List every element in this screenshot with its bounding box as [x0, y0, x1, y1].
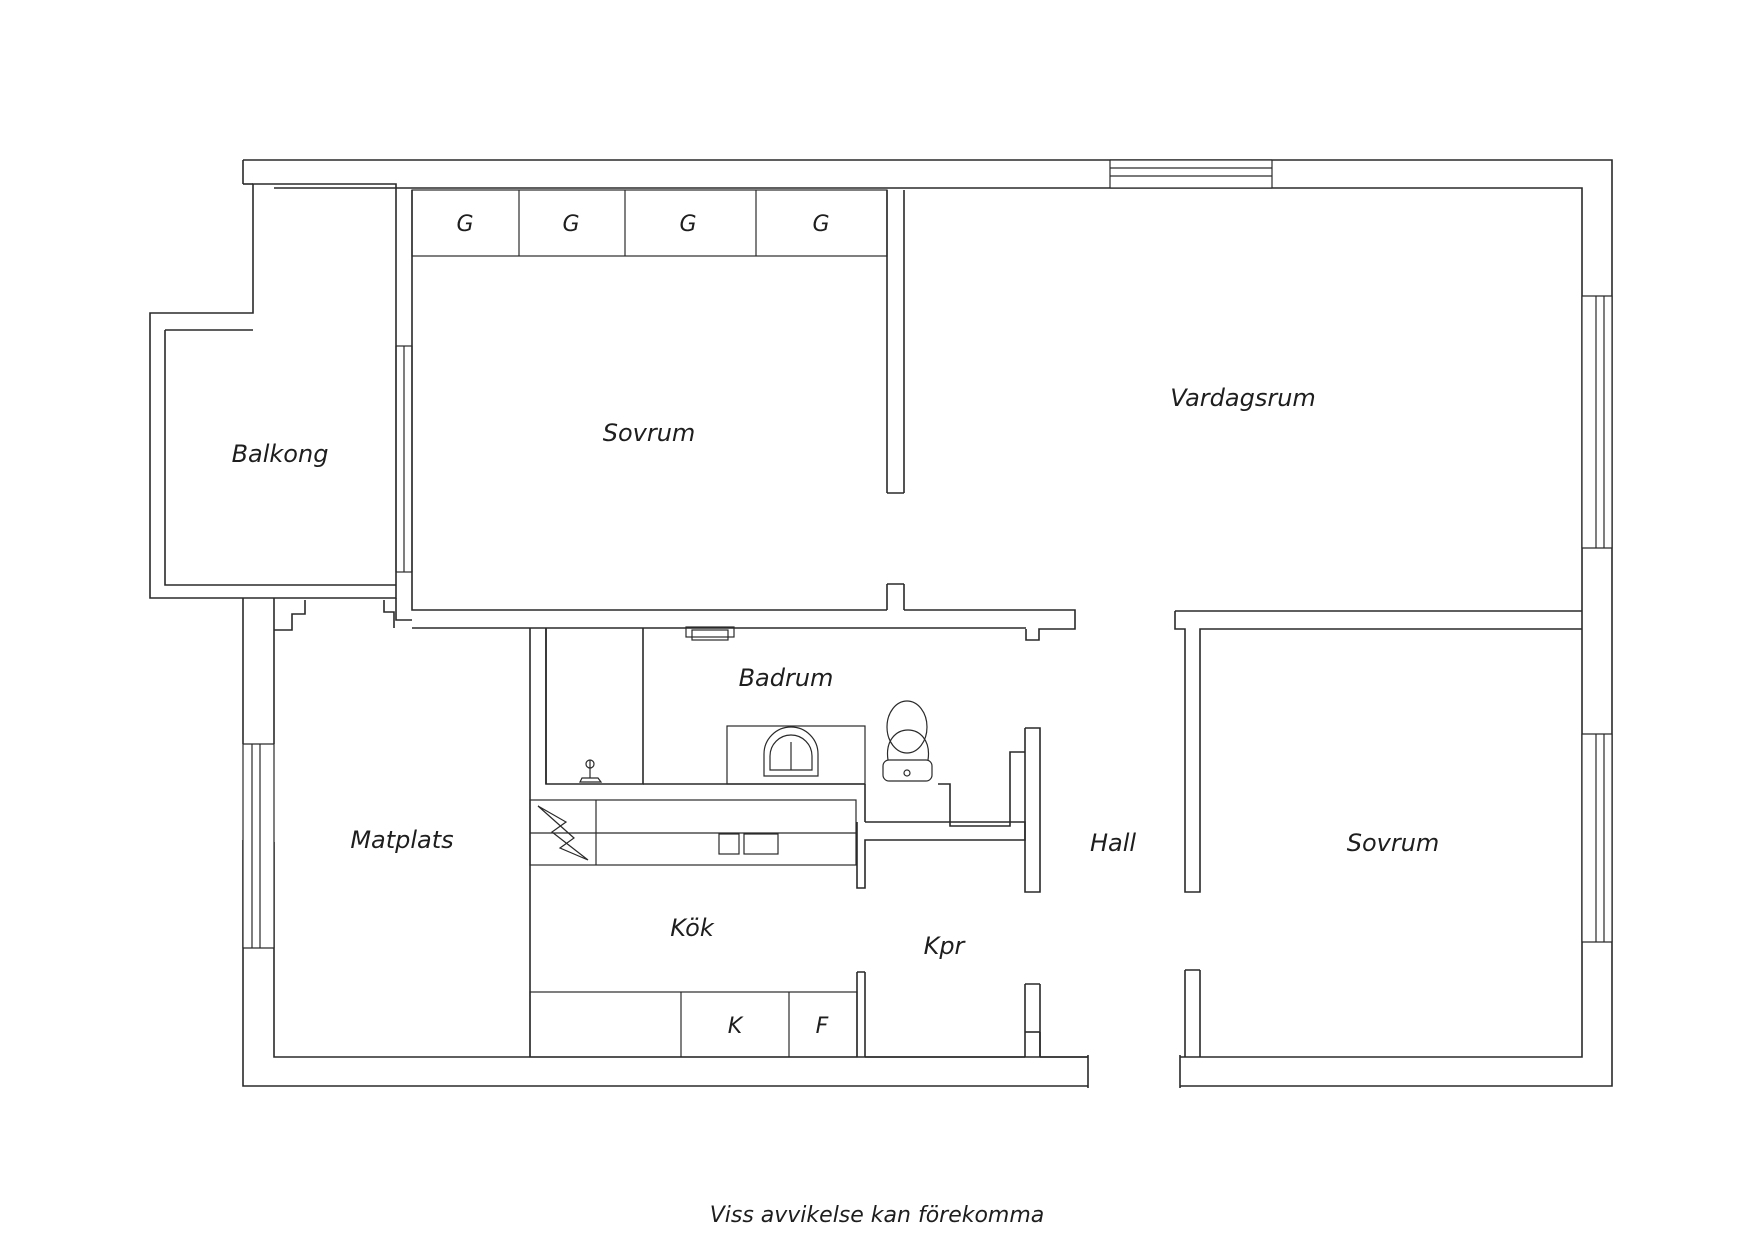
room-label-balkong: Balkong	[232, 440, 329, 468]
interior-walls	[274, 190, 1582, 1058]
kitchen-counter-upper	[529, 799, 857, 866]
kitchen-counter-lower	[529, 991, 858, 1058]
window-right-upper	[1581, 295, 1613, 549]
wardrobe-label: G	[456, 212, 473, 237]
wardrobe-label: G	[812, 212, 829, 237]
room-label-kok: Kök	[670, 914, 715, 942]
room-label-kpr: Kpr	[924, 932, 967, 960]
balcony-door	[395, 345, 413, 573]
window-top	[1109, 159, 1273, 189]
wardrobe-row	[411, 189, 888, 257]
room-label-badrum: Badrum	[739, 664, 834, 692]
room-label-vardagsrum: Vardagsrum	[1170, 384, 1316, 412]
room-labels: Balkong Sovrum Vardagsrum Badrum Matplat…	[232, 384, 1440, 960]
balcony-outline	[149, 183, 397, 599]
disclaimer-text: Viss avvikelse kan förekomma	[709, 1203, 1045, 1228]
room-label-sovrum-1: Sovrum	[603, 419, 696, 447]
room-label-matplats: Matplats	[350, 826, 453, 854]
freezer-label: F	[816, 1014, 829, 1039]
fixture-labels: G G G G K F	[456, 212, 829, 1039]
window-right-lower	[1581, 733, 1613, 943]
wardrobe-label: G	[679, 212, 696, 237]
fridge-label: K	[728, 1014, 744, 1039]
shower-icon	[579, 759, 603, 783]
room-label-hall: Hall	[1090, 829, 1136, 857]
windows	[242, 159, 1613, 949]
room-label-sovrum-2: Sovrum	[1347, 829, 1440, 857]
toilet-icon	[882, 700, 933, 782]
sink-icon	[726, 725, 866, 785]
wardrobe-label: G	[562, 212, 579, 237]
bathroom-fixtures	[579, 626, 933, 785]
window-left	[242, 743, 275, 949]
